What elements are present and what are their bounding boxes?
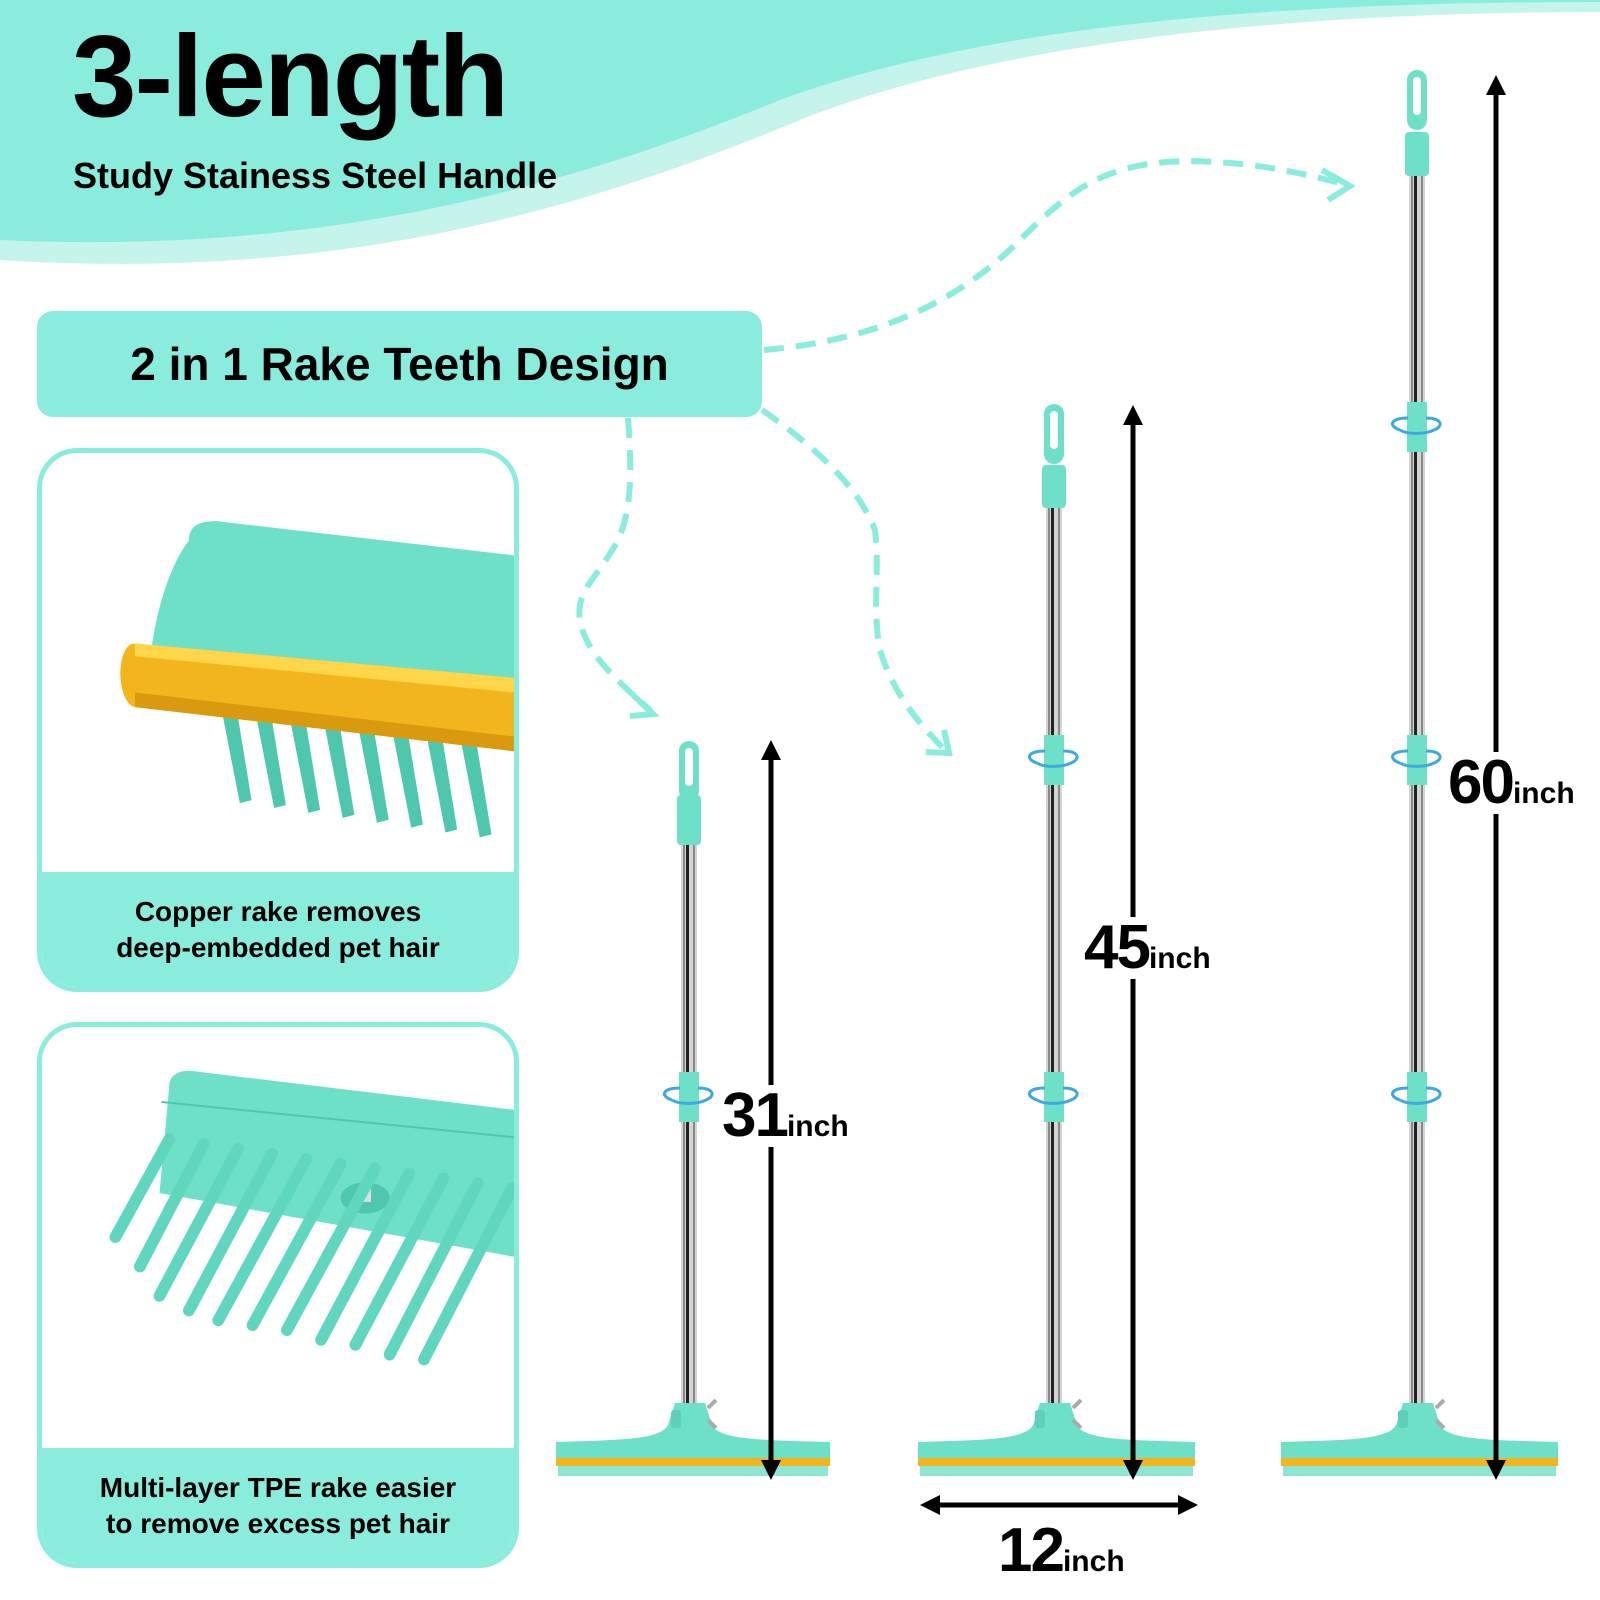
copper-rake-image — [120, 521, 514, 838]
length-label-45: 45inch — [1082, 917, 1213, 979]
page-subtitle: Study Stainess Steel Handle — [73, 155, 558, 196]
caption-line-1: Copper rake removes — [134, 895, 422, 927]
dashed-arrows — [576, 158, 1349, 753]
length-value: 45 — [1084, 913, 1151, 982]
page-title: 3-length — [72, 11, 509, 141]
broom-45 — [918, 404, 1195, 1476]
broom-31 — [556, 741, 830, 1476]
length-label-31: 31inch — [720, 1085, 851, 1147]
copper-rake-card: Copper rake removes deep-embedded pet ha… — [37, 448, 519, 992]
broom-60 — [1281, 70, 1558, 1476]
caption-line-2: deep-embedded pet hair — [116, 931, 440, 963]
caption-line-1: Multi-layer TPE rake easier — [99, 1471, 457, 1503]
length-value: 60 — [1448, 748, 1515, 817]
tpe-rake-card: Multi-layer TPE rake easier to remove ex… — [37, 1022, 519, 1568]
tpe-rake-image — [109, 1070, 514, 1366]
width-value: 12 — [998, 1516, 1065, 1585]
length-label-60: 60inch — [1446, 752, 1577, 814]
header-wave — [0, 0, 1600, 243]
width-unit: inch — [1062, 1545, 1125, 1578]
arrowheads — [629, 167, 1356, 757]
width-label-12: 12inch — [998, 1520, 1125, 1582]
length-unit: inch — [1148, 942, 1211, 975]
feature-pill: 2 in 1 Rake Teeth Design — [37, 311, 762, 417]
feature-pill-label: 2 in 1 Rake Teeth Design — [130, 338, 669, 390]
width-arrow-12 — [920, 1495, 1198, 1515]
length-unit: inch — [1512, 777, 1575, 810]
length-value: 31 — [722, 1081, 789, 1150]
copper-rake-caption: Copper rake removes deep-embedded pet ha… — [42, 872, 514, 987]
caption-line-2: to remove excess pet hair — [106, 1507, 450, 1539]
length-unit: inch — [786, 1110, 849, 1143]
tpe-rake-caption: Multi-layer TPE rake easier to remove ex… — [42, 1448, 514, 1563]
